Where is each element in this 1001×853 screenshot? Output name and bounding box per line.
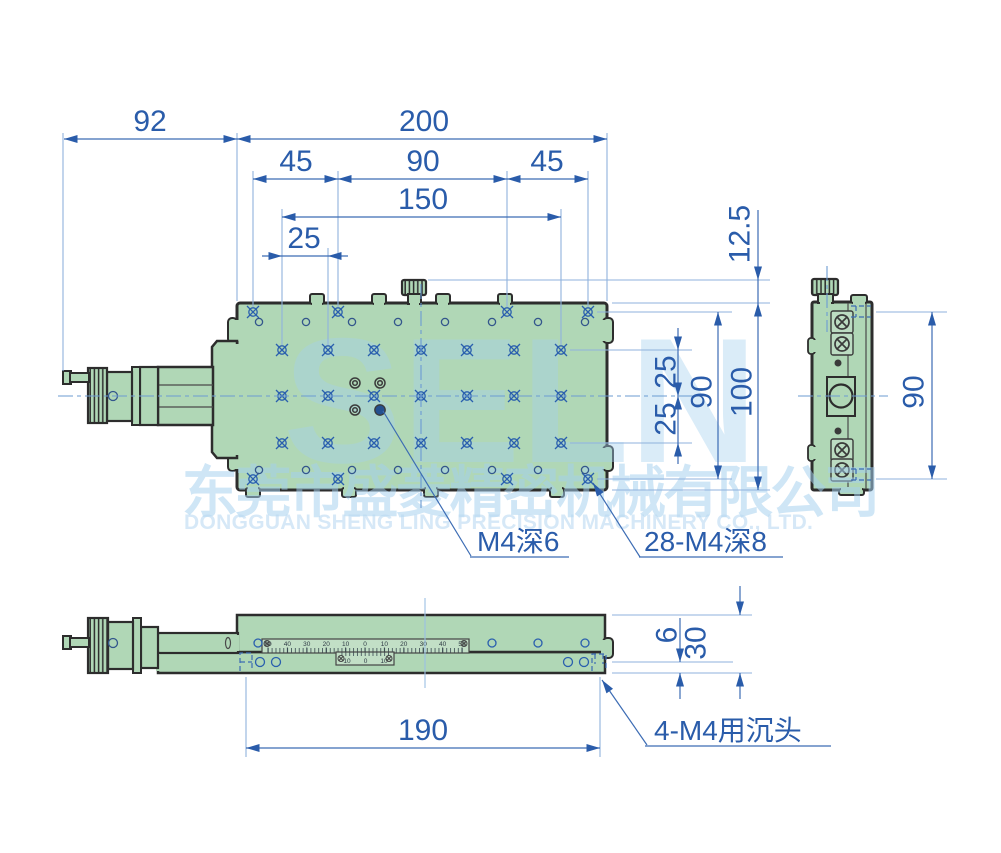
dim-hole-span-left: 45 [279, 145, 312, 178]
barrel-hole-b [107, 637, 119, 649]
hidden-holes [239, 305, 871, 671]
scale-tick-label: 50 [458, 641, 466, 648]
watermark-company-cn: 东莞市盛菱精密机械有限公司 [182, 461, 878, 524]
dim-overall-depth: 100 [726, 367, 759, 417]
dim-hole-span-center: 90 [406, 145, 439, 178]
lock-knob [400, 278, 428, 297]
dim-overall-width: 200 [399, 105, 449, 138]
base-hole [254, 656, 266, 668]
scale-tick-label: 30 [420, 641, 428, 648]
scale-tick-label: 10 [342, 641, 350, 648]
micrometer-tip [69, 372, 90, 383]
base-hole [270, 656, 282, 668]
dim-hole-pitch: 25 [287, 222, 320, 255]
dim-hole-span-right: 45 [530, 145, 563, 178]
dim-total-height: 30 [680, 626, 713, 659]
rod-end [224, 636, 232, 650]
scale-tick-label: 20 [400, 641, 408, 648]
center-hole-marked [374, 404, 386, 416]
dim-pitch-lower: 25 [650, 402, 683, 435]
dim-base-thickness: 6 [651, 627, 684, 644]
base-hole [578, 656, 590, 668]
leaders: M4深6 28-M4深8 4-M4用沉头 [382, 410, 831, 747]
watermark: SELN 东莞市盛菱精密机械有限公司 DONGGUAN SHENG LING P… [182, 301, 880, 534]
scale-tick-label: 10 [380, 658, 388, 665]
micrometer-thimble-b [86, 616, 110, 675]
table-hole [533, 638, 543, 648]
scale-tick-label: 0 [363, 641, 367, 648]
dim-table-length: 190 [398, 714, 448, 747]
micrometer-washer-b [132, 617, 142, 674]
scale-tick-label: 40 [284, 641, 292, 648]
side-knob [810, 277, 840, 297]
watermark-company-en: DONGGUAN SHENG LING PRECISION MACHINERY … [184, 511, 813, 534]
dim-hole-col-span: 90 [686, 375, 719, 408]
centerlines [58, 266, 888, 688]
micrometer-block-b [139, 625, 160, 670]
scale-tick-label: 40 [439, 641, 447, 648]
dim-pitch-upper: 25 [650, 355, 683, 388]
dim-side-hole-span: 90 [898, 375, 931, 408]
dimensions: 92 200 45 90 45 150 25 12.5 25 25 90 100… [62, 105, 947, 757]
scale-tick-label: 30 [303, 641, 311, 648]
dim-left-offset: 92 [133, 105, 166, 138]
vernier-ticks [339, 652, 391, 656]
callout-countersunk-holes: 4-M4用沉头 [654, 715, 802, 746]
callout-center-hole: M4深6 [477, 526, 559, 557]
side-pin [834, 359, 842, 367]
vernier-labels: 10 0 10 [343, 658, 388, 665]
scale-tick-label: 20 [323, 641, 331, 648]
micrometer-tip-b [69, 637, 90, 648]
table-hole [253, 638, 263, 648]
base-hole [562, 656, 574, 668]
scale-tick-label: 0 [364, 658, 368, 665]
callout-grid-holes: 28-M4深8 [644, 526, 767, 557]
scale-tick-label: 10 [381, 641, 389, 648]
scale-tick-label: 10 [343, 658, 351, 665]
dim-knob-height: 12.5 [724, 205, 757, 263]
dim-hole-row-width: 150 [398, 183, 448, 216]
side-pin [834, 427, 842, 435]
micrometer-bracket [210, 339, 239, 460]
hole-grid [246, 305, 595, 486]
micrometer-barrel-b [106, 620, 135, 671]
table-hole [580, 638, 590, 648]
table-hole [487, 638, 497, 648]
